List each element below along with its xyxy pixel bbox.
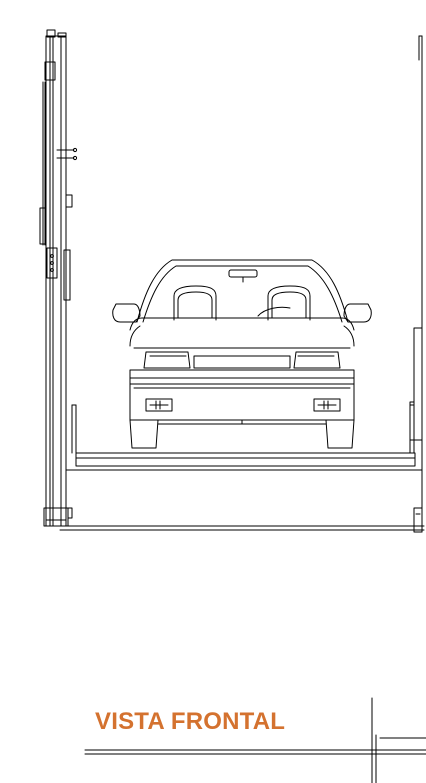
left-post bbox=[39, 29, 78, 527]
car-front bbox=[112, 259, 372, 449]
view-title: VISTA FRONTAL bbox=[95, 708, 286, 735]
title-underline bbox=[84, 697, 426, 783]
right-post bbox=[409, 35, 423, 533]
ground-line bbox=[59, 525, 425, 531]
lift-platform bbox=[65, 404, 423, 471]
